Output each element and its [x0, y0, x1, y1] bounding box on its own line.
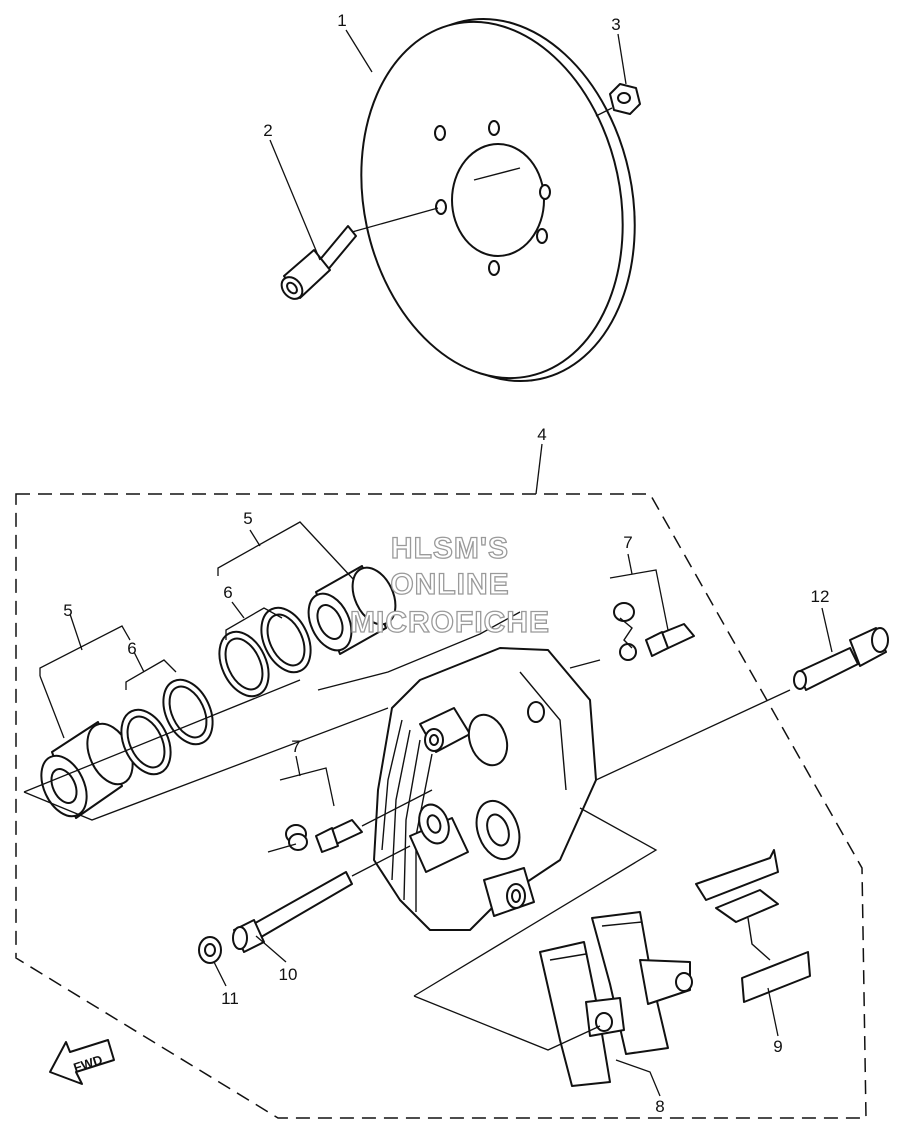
seals-right: [218, 606, 312, 698]
callout-11: 11: [221, 989, 239, 1008]
forward-arrow-icon: FWD: [49, 1039, 115, 1085]
callout-9: 9: [773, 1037, 782, 1056]
pin-bolt: [595, 627, 889, 781]
callout-10: 10: [279, 965, 298, 984]
seals-left: [120, 678, 214, 776]
callout-labels: 1 2 3 4 5 5 6 6 7 7 8 9 10 11 12: [63, 11, 829, 1116]
disc-bolt: [280, 207, 439, 300]
brake-pads: [413, 807, 693, 1087]
watermark-line-2: ONLINE: [390, 568, 509, 601]
callout-3: 3: [611, 15, 620, 34]
callout-6-top: 6: [223, 583, 232, 602]
bleeder-lower: [267, 789, 433, 853]
watermark-line-1: HLSM'S: [391, 532, 509, 565]
callout-8: 8: [655, 1097, 664, 1116]
caliper-assembly-boundary: [15, 493, 867, 1119]
callout-5-top: 5: [243, 509, 252, 528]
piston-right: [307, 565, 397, 655]
bleeder-upper: [569, 602, 695, 669]
slide-pin: [232, 845, 411, 953]
brake-disc: [360, 17, 636, 383]
callout-7-upper: 7: [623, 533, 632, 552]
callout-6-left: 6: [127, 639, 136, 658]
callout-12: 12: [811, 587, 830, 606]
callout-7-lower: 7: [291, 737, 300, 756]
callout-2: 2: [263, 121, 272, 140]
pad-spring: [695, 849, 811, 1003]
watermark: HLSM'S ONLINE MICROFICHE: [349, 531, 550, 639]
callout-5-left: 5: [63, 601, 72, 620]
watermark-line-3: MICROFICHE: [350, 606, 550, 639]
disc-nut: [595, 83, 641, 117]
pin-plug: [198, 936, 222, 964]
callout-4: 4: [537, 425, 546, 444]
leader-lines: [39, 29, 833, 1097]
callout-1: 1: [337, 11, 346, 30]
caliper-body: [373, 647, 597, 931]
